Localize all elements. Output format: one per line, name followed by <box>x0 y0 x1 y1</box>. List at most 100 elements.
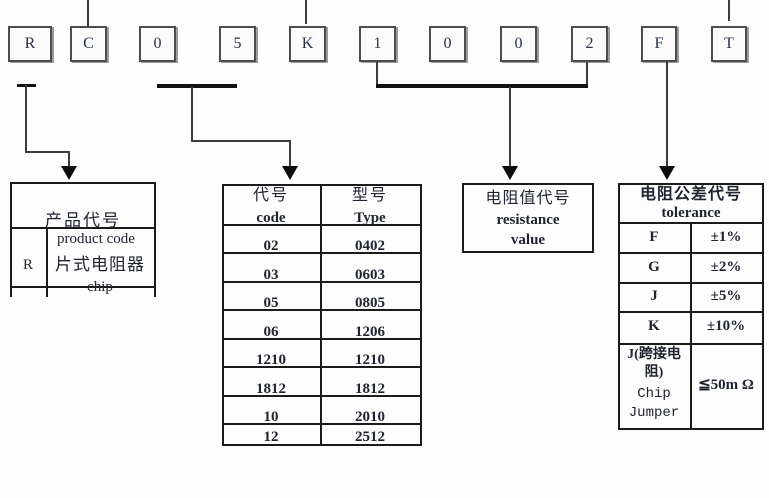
down-arrow-icon <box>282 166 298 180</box>
size-table-cell: 0603 <box>355 267 385 283</box>
down-arrow-icon <box>659 166 675 180</box>
size-table-row-line <box>222 281 422 283</box>
resistance-value-en2: value <box>510 232 546 248</box>
tolerance-table-title-en: tolerance <box>661 205 721 221</box>
tolerance-table-border-left <box>618 183 620 430</box>
stub-line-above-c <box>87 0 89 26</box>
code-box-2: 2 <box>571 26 608 62</box>
connector-value-left-leg <box>376 62 378 86</box>
code-box-5: 5 <box>219 26 256 62</box>
tolerance-table-cell: ±10% <box>706 318 746 334</box>
size-table-row-line <box>222 366 422 368</box>
size-table-header-type-en: Type <box>354 210 386 226</box>
size-table-row-line <box>222 423 422 425</box>
size-table-cell: 1210 <box>355 352 385 368</box>
stub-line-above-t <box>728 0 730 21</box>
size-table-border-top <box>222 184 422 186</box>
size-table-cell: 05 <box>263 295 279 311</box>
product-table-column-divider <box>46 227 48 297</box>
tolerance-jumper-label-line: Jumper <box>628 405 680 421</box>
size-table-row-line <box>222 395 422 397</box>
product-table-desc-en: chip <box>87 279 113 295</box>
tolerance-table-border-bottom <box>618 428 764 430</box>
code-box-f: F <box>641 26 677 62</box>
tolerance-table-column-divider <box>690 222 692 428</box>
connector-size-bar <box>157 84 237 88</box>
tolerance-table-cell: ±5% <box>710 288 742 304</box>
size-table-row-line <box>222 338 422 340</box>
size-table-border-left <box>222 184 224 446</box>
size-table-cell: 02 <box>263 238 279 254</box>
code-box-t: T <box>711 26 747 62</box>
connector-value-right-leg <box>586 62 588 86</box>
size-table-border-right <box>420 184 422 446</box>
resistance-value-en1: resistance <box>496 212 560 228</box>
connector-tolerance-drop <box>666 61 668 168</box>
connector-r-vertical <box>25 85 27 153</box>
down-arrow-icon <box>61 166 77 180</box>
code-box-0a: 0 <box>139 26 176 62</box>
tolerance-jumper-value: ≦50m Ω <box>698 377 754 393</box>
code-box-k: K <box>289 26 326 62</box>
product-table-code: R <box>22 257 33 273</box>
size-table-header-type-cn: 型号 <box>351 187 388 204</box>
size-table-cell: 2512 <box>355 429 385 445</box>
size-table-cell: 0402 <box>355 238 385 254</box>
size-table-column-divider <box>320 184 322 446</box>
connector-r-horizontal <box>25 151 70 153</box>
tolerance-table-title-cn: 电阻公差代号 <box>639 186 742 203</box>
size-table-cell: 06 <box>263 324 279 340</box>
size-table-row-line <box>222 224 422 226</box>
product-table-header-divider <box>10 227 156 229</box>
tolerance-table-cell: J <box>650 288 658 304</box>
code-box-1: 1 <box>359 26 396 62</box>
down-arrow-icon <box>502 166 518 180</box>
size-table-cell: 1206 <box>355 324 385 340</box>
tolerance-table-row-line <box>618 343 764 345</box>
tolerance-table-row-line <box>618 311 764 313</box>
product-table-border-left <box>10 182 12 297</box>
tolerance-jumper-label-line: 阻) <box>644 365 664 380</box>
resistance-value-box <box>462 183 594 253</box>
code-box-0c: 0 <box>500 26 537 62</box>
tolerance-table-row-line <box>618 222 764 224</box>
size-table-cell: 10 <box>263 409 279 425</box>
tolerance-jumper-label-line: J(跨接电 <box>627 347 681 362</box>
size-table-cell: 2010 <box>355 409 385 425</box>
code-box-c: C <box>70 26 107 62</box>
connector-value-drop <box>509 87 511 168</box>
product-table-bottom-divider <box>10 286 156 288</box>
size-table-cell: 0805 <box>355 295 385 311</box>
size-table-cell: 1812 <box>256 381 286 397</box>
product-table-border-right <box>154 182 156 297</box>
connector-size-drop <box>289 140 291 168</box>
tolerance-table-cell: ±1% <box>710 229 742 245</box>
tolerance-table-row-line <box>618 282 764 284</box>
size-table-border-bottom <box>222 444 422 446</box>
size-table-header-code-en: code <box>256 210 286 226</box>
tolerance-table-cell: G <box>648 259 660 275</box>
resistance-value-title-cn: 电阻值代号 <box>485 190 571 207</box>
product-table-desc-cn: 片式电阻器 <box>55 255 145 274</box>
tolerance-table-cell: K <box>648 318 660 334</box>
tolerance-table-cell: F <box>649 229 659 245</box>
product-table-border-top <box>10 182 156 184</box>
stub-line-above-k <box>305 0 307 24</box>
product-table-title-en: product code <box>57 231 135 247</box>
tolerance-table-border-top <box>618 183 764 185</box>
connector-value-bar <box>376 84 588 88</box>
size-table-header-code-cn: 代号 <box>252 187 289 204</box>
size-table-row-line <box>222 252 422 254</box>
product-table-title-cn: 产品代号 <box>45 211 121 230</box>
size-table-cell: 12 <box>263 429 279 445</box>
size-table-cell: 1812 <box>355 381 385 397</box>
size-table-cell: 03 <box>263 267 279 283</box>
tolerance-table-row-line <box>618 252 764 254</box>
size-table-cell: 1210 <box>256 352 286 368</box>
connector-r-drop <box>68 151 70 168</box>
connector-size-horizontal <box>191 140 291 142</box>
tolerance-table-cell: ±2% <box>710 259 742 275</box>
tolerance-jumper-label-line: Chip <box>637 386 671 402</box>
code-box-r: R <box>8 26 52 62</box>
